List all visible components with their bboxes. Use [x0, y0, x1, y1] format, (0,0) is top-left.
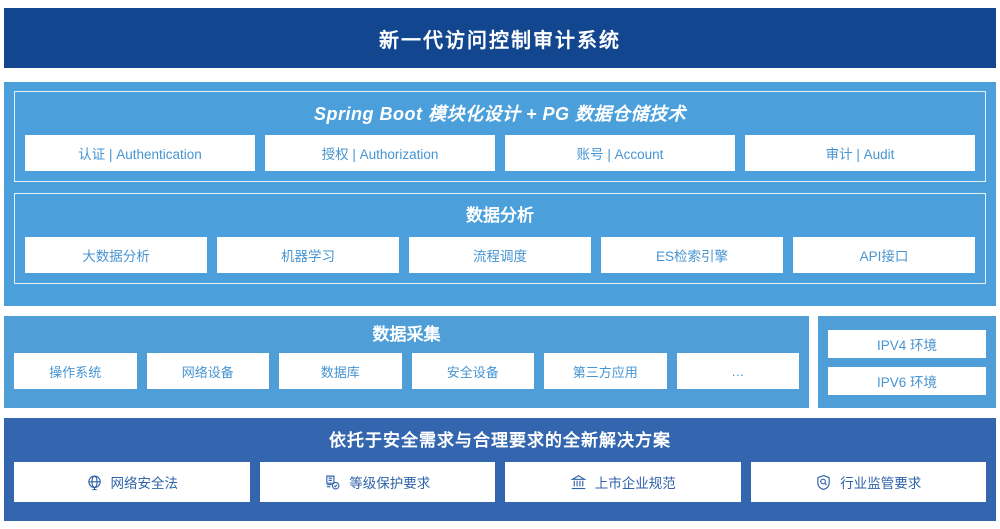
- card-label: 行业监管要求: [840, 476, 922, 491]
- data-analysis-section: 数据分析 大数据分析 机器学习 流程调度 ES检索引擎 API接口: [14, 193, 986, 284]
- card-label: 等级保护要求: [349, 476, 431, 491]
- environment-panel: IPV4 环境 IPV6 环境: [818, 316, 996, 408]
- card-audit[interactable]: 审计 | Audit: [745, 135, 975, 171]
- card-cybersecurity-law[interactable]: 网络安全法: [14, 462, 250, 502]
- card-ipv4-environment[interactable]: IPV4 环境: [828, 329, 986, 358]
- card-operating-system[interactable]: 操作系统: [14, 353, 137, 389]
- compliance-title: 依托于安全需求与合理要求的全新解决方案: [329, 431, 671, 450]
- springboot-section-title: Spring Boot 模块化设计 + PG 数据仓储技术: [313, 104, 686, 124]
- data-collection-panel: 数据采集 操作系统 网络设备 数据库 安全设备 第三方应用 …: [4, 316, 809, 408]
- page-title: 新一代访问控制审计系统: [379, 29, 621, 52]
- document-check-icon: [324, 474, 341, 491]
- compliance-card-row: 网络安全法 等级保护要求: [14, 462, 986, 502]
- card-label: 上市企业规范: [594, 476, 676, 491]
- card-network-device[interactable]: 网络设备: [146, 353, 269, 389]
- card-es-search-engine[interactable]: ES检索引擎: [601, 237, 783, 273]
- data-collection-title: 数据采集: [372, 325, 441, 344]
- springboot-card-row: 认证 | Authentication 授权 | Authorization 账…: [25, 135, 975, 171]
- data-collection-card-row: 操作系统 网络设备 数据库 安全设备 第三方应用 …: [14, 353, 799, 389]
- card-third-party-app[interactable]: 第三方应用: [544, 353, 667, 389]
- data-analysis-card-row: 大数据分析 机器学习 流程调度 ES检索引擎 API接口: [25, 237, 975, 273]
- card-authentication[interactable]: 认证 | Authentication: [25, 135, 255, 171]
- bank-icon: [570, 474, 587, 491]
- compliance-panel: 依托于安全需求与合理要求的全新解决方案 网络安全法: [4, 418, 996, 521]
- card-security-device[interactable]: 安全设备: [411, 353, 534, 389]
- card-industry-regulation[interactable]: 行业监管要求: [750, 462, 986, 502]
- card-classified-protection[interactable]: 等级保护要求: [259, 462, 495, 502]
- springboot-section: Spring Boot 模块化设计 + PG 数据仓储技术 认证 | Authe…: [14, 91, 986, 182]
- card-ipv6-environment[interactable]: IPV6 环境: [828, 366, 986, 395]
- card-more-ellipsis[interactable]: …: [676, 353, 799, 389]
- card-account[interactable]: 账号 | Account: [505, 135, 735, 171]
- collection-row: 数据采集 操作系统 网络设备 数据库 安全设备 第三方应用 … IPV4 环境 …: [4, 316, 996, 408]
- globe-icon: [86, 474, 103, 491]
- card-big-data-analysis[interactable]: 大数据分析: [25, 237, 207, 273]
- page-header: 新一代访问控制审计系统: [4, 8, 996, 68]
- card-machine-learning[interactable]: 机器学习: [217, 237, 399, 273]
- data-analysis-section-title: 数据分析: [466, 206, 534, 225]
- card-listed-enterprise-standard[interactable]: 上市企业规范: [505, 462, 741, 502]
- card-label: 网络安全法: [110, 476, 179, 491]
- platform-panel: Spring Boot 模块化设计 + PG 数据仓储技术 认证 | Authe…: [4, 82, 996, 306]
- card-authorization[interactable]: 授权 | Authorization: [265, 135, 495, 171]
- card-process-scheduling[interactable]: 流程调度: [409, 237, 591, 273]
- shield-search-icon: [815, 474, 832, 491]
- card-database[interactable]: 数据库: [279, 353, 402, 389]
- card-api-interface[interactable]: API接口: [793, 237, 975, 273]
